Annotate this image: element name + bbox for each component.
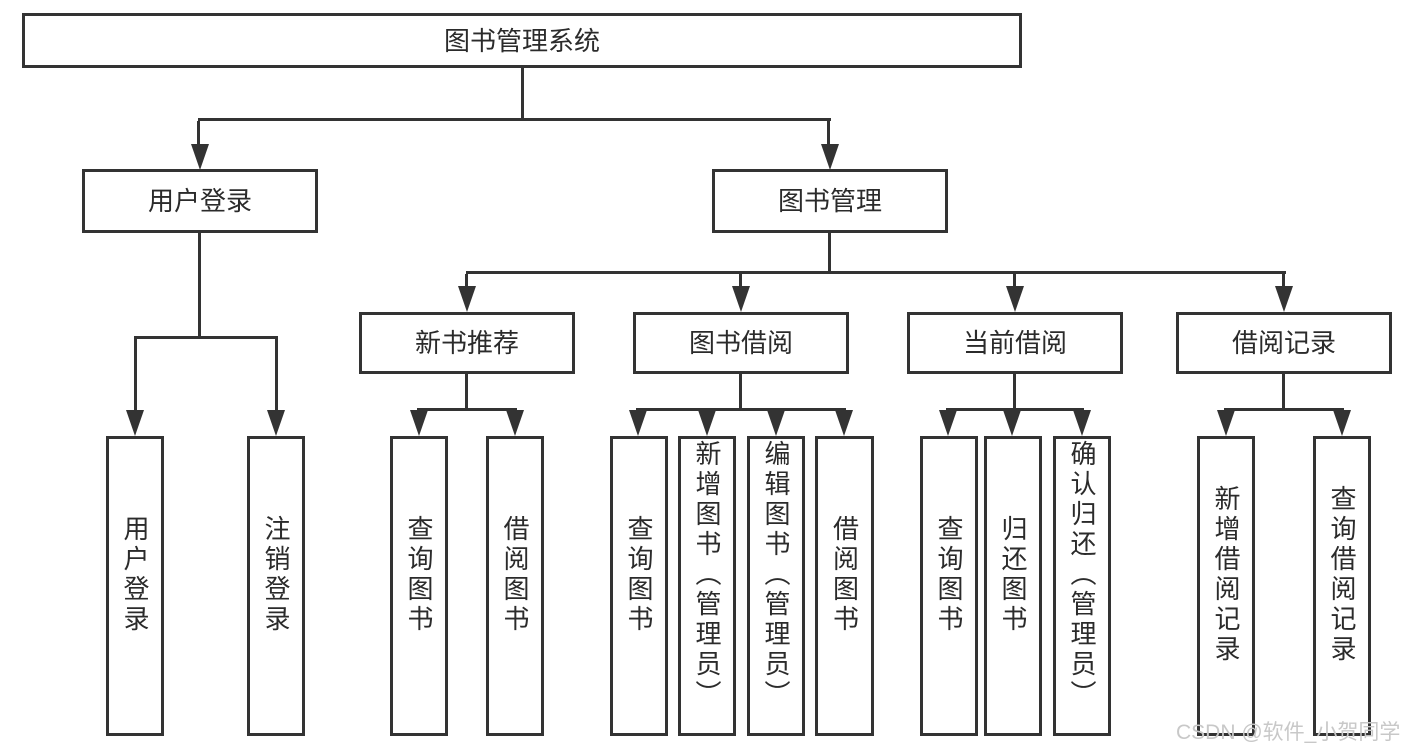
node-user-login: 用户登录: [82, 169, 318, 233]
node-book-management: 图书管理: [712, 169, 948, 233]
connector-drop-borrow-records: [1282, 274, 1285, 288]
watermark: CSDN @软件_小贺同学: [1176, 721, 1401, 744]
leaf-borrow-books-label: 借阅图书: [829, 515, 860, 635]
connector-mgmt-bar: [466, 271, 1286, 274]
leaf-edit-books-admin-label: 编辑图书（管理员）: [761, 440, 791, 710]
arrow-down-icon: [732, 286, 750, 312]
leaf-return-books: 归还图书: [984, 436, 1042, 736]
leaf-query-borrow-record-label: 查询借阅记录: [1327, 485, 1357, 665]
node-current-borrowing: 当前借阅: [907, 312, 1123, 374]
leaf-add-borrow-record: 新增借阅记录: [1197, 436, 1255, 736]
connector-root-stem: [521, 68, 524, 120]
connector-new-book-stem: [465, 374, 468, 411]
leaf-query-books-borrowing: 查询图书: [610, 436, 668, 736]
arrow-down-icon: [191, 144, 209, 170]
leaf-add-borrow-record-label: 新增借阅记录: [1211, 485, 1241, 665]
leaf-query-books-current: 查询图书: [920, 436, 978, 736]
arrow-down-icon: [835, 410, 853, 436]
connector-current-borrow-bar: [946, 408, 1084, 411]
leaf-borrow-books: 借阅图书: [815, 436, 874, 736]
connector-drop-book-management: [827, 121, 830, 147]
arrow-down-icon: [1006, 286, 1024, 312]
leaf-confirm-return-admin-label: 确认归还（管理员）: [1067, 440, 1097, 710]
arrow-down-icon: [410, 410, 428, 436]
arrow-down-icon: [821, 144, 839, 170]
leaf-query-books-borrowing-label: 查询图书: [624, 515, 654, 635]
connector-drop-user-login: [197, 121, 200, 147]
node-borrowing-records: 借阅记录: [1176, 312, 1392, 374]
connector-drop-leaf-logout: [275, 339, 278, 412]
leaf-user-login: 用户登录: [106, 436, 164, 736]
leaf-edit-books-admin: 编辑图书（管理员）: [747, 436, 805, 736]
arrow-down-icon: [1333, 410, 1351, 436]
connector-root-bar: [198, 118, 831, 121]
arrow-down-icon: [1073, 410, 1091, 436]
arrow-down-icon: [767, 410, 785, 436]
node-book-borrowing: 图书借阅: [633, 312, 849, 374]
connector-borrow-records-bar: [1224, 408, 1344, 411]
connector-drop-current-borrow: [1013, 274, 1016, 288]
connector-drop-leaf-user-login: [134, 339, 137, 412]
connector-mgmt-stem: [828, 233, 831, 274]
leaf-return-books-label: 归还图书: [998, 515, 1028, 635]
leaf-user-login-label: 用户登录: [120, 515, 150, 635]
leaf-query-borrow-record: 查询借阅记录: [1313, 436, 1371, 736]
connector-borrow-records-stem: [1282, 374, 1285, 411]
arrow-down-icon: [1003, 410, 1021, 436]
leaf-confirm-return-admin: 确认归还（管理员）: [1053, 436, 1111, 736]
leaf-logout-label: 注销登录: [261, 515, 291, 635]
connector-book-borrow-bar: [636, 408, 846, 411]
connector-new-book-bar: [417, 408, 517, 411]
leaf-borrow-books-recommend: 借阅图书: [486, 436, 544, 736]
arrow-down-icon: [506, 410, 524, 436]
arrow-down-icon: [458, 286, 476, 312]
leaf-query-books-recommend-label: 查询图书: [404, 515, 434, 635]
connector-book-borrow-stem: [739, 374, 742, 411]
arrow-down-icon: [126, 410, 144, 436]
leaf-add-books-admin: 新增图书（管理员）: [678, 436, 736, 736]
arrow-down-icon: [939, 410, 957, 436]
arrow-down-icon: [267, 410, 285, 436]
leaf-logout: 注销登录: [247, 436, 305, 736]
leaf-add-books-admin-label: 新增图书（管理员）: [692, 440, 722, 710]
node-library-management-system: 图书管理系统: [22, 13, 1022, 68]
connector-user-stem: [198, 233, 201, 338]
arrow-down-icon: [1275, 286, 1293, 312]
arrow-down-icon: [629, 410, 647, 436]
leaf-query-books-current-label: 查询图书: [934, 515, 964, 635]
connector-drop-new-book: [465, 274, 468, 288]
connector-drop-book-borrow: [739, 274, 742, 288]
leaf-borrow-books-recommend-label: 借阅图书: [500, 515, 530, 635]
arrow-down-icon: [1217, 410, 1235, 436]
connector-current-borrow-stem: [1013, 374, 1016, 411]
leaf-query-books-recommend: 查询图书: [390, 436, 448, 736]
node-new-book-recommend: 新书推荐: [359, 312, 575, 374]
connector-user-bar: [134, 336, 278, 339]
arrow-down-icon: [698, 410, 716, 436]
